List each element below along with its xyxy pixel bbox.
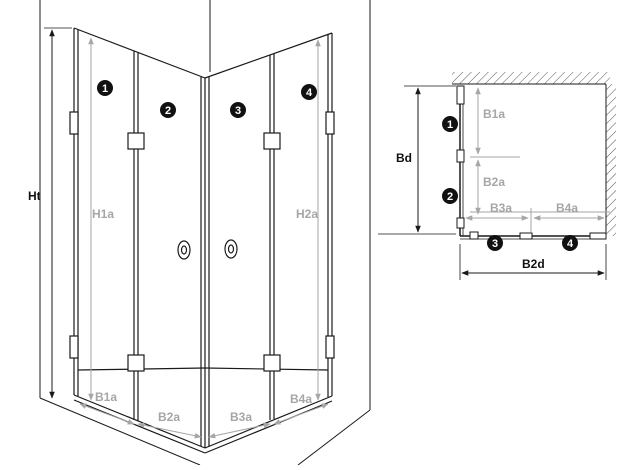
svg-text:3: 3 — [235, 105, 241, 117]
depth-segment-dimensions — [470, 87, 610, 215]
panel-badge-4: 4 — [301, 84, 317, 100]
plan-badge-1: 1 — [442, 116, 458, 132]
svg-text:2: 2 — [447, 191, 453, 203]
wall-hinge-icon — [69, 111, 79, 135]
plan-badge-4: 4 — [562, 235, 578, 251]
hinges — [69, 111, 335, 372]
walls — [39, 0, 371, 466]
wall-hinge-icon — [69, 335, 79, 359]
svg-text:1: 1 — [102, 83, 108, 95]
height-label: Ht — [28, 189, 41, 203]
depth-dimension: Bd — [396, 87, 421, 233]
panel-badge-3: 3 — [230, 102, 246, 118]
wall-hinge-icon — [325, 111, 335, 135]
plan-badge-2: 2 — [442, 188, 458, 204]
panel-hinge-icon — [127, 354, 145, 372]
plan-badge-3: 3 — [487, 235, 503, 251]
width-segment-dimensions — [465, 208, 605, 232]
bottom-width-label-3: B3a — [230, 410, 252, 424]
bottom-width-dimensions — [79, 403, 329, 439]
bottom-width-label-4: B4a — [290, 392, 312, 406]
bottom-width-label-1: B1a — [95, 390, 117, 404]
glass-vertical-edges — [73, 28, 333, 448]
plan-panel-hinge-icon — [456, 149, 465, 163]
knobs — [177, 239, 238, 260]
depth-label: Bd — [396, 151, 412, 165]
plan-width-segment-2: B4a — [556, 201, 578, 215]
wall-hinge-icon — [325, 335, 335, 359]
plan-panel-hinge-icon — [519, 232, 533, 240]
plan-corner-hinge-icon — [456, 217, 465, 229]
width-dimension: B2d — [459, 244, 607, 280]
plan-wall-hinge-icon — [456, 85, 465, 105]
tray-edges — [73, 367, 333, 454]
panel-hinge-icon — [263, 132, 281, 150]
svg-text:1: 1 — [447, 119, 453, 131]
panel-badge-1: 1 — [97, 80, 113, 96]
svg-text:4: 4 — [306, 87, 313, 99]
panel-hinge-icon — [127, 132, 145, 150]
plan-depth-segment-2: B2a — [483, 175, 505, 189]
plan-depth-segment-1: B1a — [483, 107, 505, 121]
glass-top-edges — [73, 27, 333, 79]
svg-text:4: 4 — [567, 238, 574, 250]
height-dimension: Ht — [28, 27, 72, 399]
svg-text:2: 2 — [165, 105, 171, 117]
panel-height-left-label: H1a — [92, 207, 114, 221]
perspective-view: Ht H1a H2a B1a B2a B3a B4a 1 2 — [28, 0, 371, 466]
panel-height-right-dimension: H2a — [296, 39, 321, 401]
top-wall-hatch — [452, 72, 610, 84]
panel-hinge-icon — [263, 354, 281, 372]
plan-view: Bd B1a B2a B3a B4a B2d 1 — [378, 72, 616, 280]
plan-wall-hinge-icon — [589, 232, 607, 240]
plan-width-segment-1: B3a — [490, 201, 512, 215]
panel-height-right-label: H2a — [296, 207, 318, 221]
plan-corner-hinge-icon — [469, 231, 479, 240]
bottom-width-label-2: B2a — [158, 410, 180, 424]
svg-text:3: 3 — [492, 238, 498, 250]
panel-height-left-dimension: H1a — [88, 37, 114, 401]
right-wall-hatch — [606, 84, 616, 236]
width-label: B2d — [522, 257, 545, 271]
panel-badge-2: 2 — [160, 102, 176, 118]
